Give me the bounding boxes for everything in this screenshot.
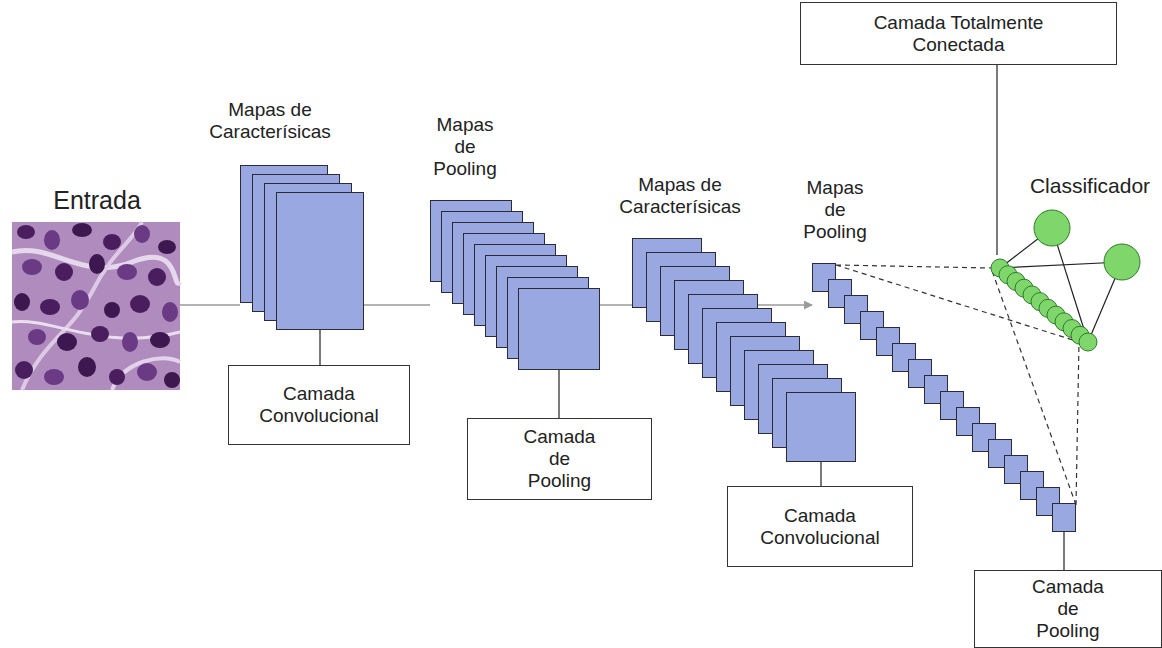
layer-box: Camada Convolucional (727, 486, 913, 567)
classifier-neurons: Classificador (985, 255, 1105, 355)
layer-connector (180, 304, 240, 306)
layer-heading: Mapas de Caracterísicas (619, 174, 740, 218)
map-stack-shape (430, 200, 600, 370)
map-layer (787, 393, 856, 462)
layer-heading: Mapas de Pooling (433, 114, 496, 180)
neuron (1079, 333, 1097, 351)
layer-box: Camada Convolucional (228, 365, 410, 445)
feature-map-stack: Mapas de Caracterísicas (240, 165, 364, 330)
output-neuron (1104, 244, 1140, 280)
layer-label: Camada de Pooling (524, 426, 596, 492)
pooling-map-stack: Mapas de Pooling (430, 200, 600, 370)
tissue-image (12, 222, 180, 390)
dashed-connection (836, 265, 1079, 505)
map-layer (519, 289, 600, 370)
layer-heading: Mapas de Pooling (803, 177, 866, 243)
layer-label: Camada Totalmente Conectada (859, 12, 1059, 56)
map-stack-shape (240, 165, 364, 330)
layer-connector (996, 65, 997, 255)
output-neuron (1034, 210, 1070, 246)
layer-heading: Entrada (53, 186, 141, 214)
layer-connector (820, 462, 821, 486)
map-layer (277, 193, 364, 330)
layer-label: Camada de Pooling (1032, 576, 1104, 642)
layer-heading: Mapas de Caracterísicas (209, 99, 330, 143)
input-image: Entrada (12, 222, 180, 390)
map-layer (1053, 504, 1076, 532)
layer-connector (558, 370, 559, 418)
layer-heading: Classificador (1030, 174, 1150, 198)
layer-connector (319, 330, 320, 365)
layer-label: Camada Convolucional (760, 505, 879, 549)
layer-box: Camada de Pooling (467, 418, 652, 500)
neuron-shape (985, 255, 1105, 355)
layer-connector (1063, 532, 1064, 570)
layer-label: Camada Convolucional (259, 383, 378, 427)
layer-box: Camada de Pooling (974, 570, 1162, 648)
layer-box: Camada Totalmente Conectada (800, 2, 1117, 65)
